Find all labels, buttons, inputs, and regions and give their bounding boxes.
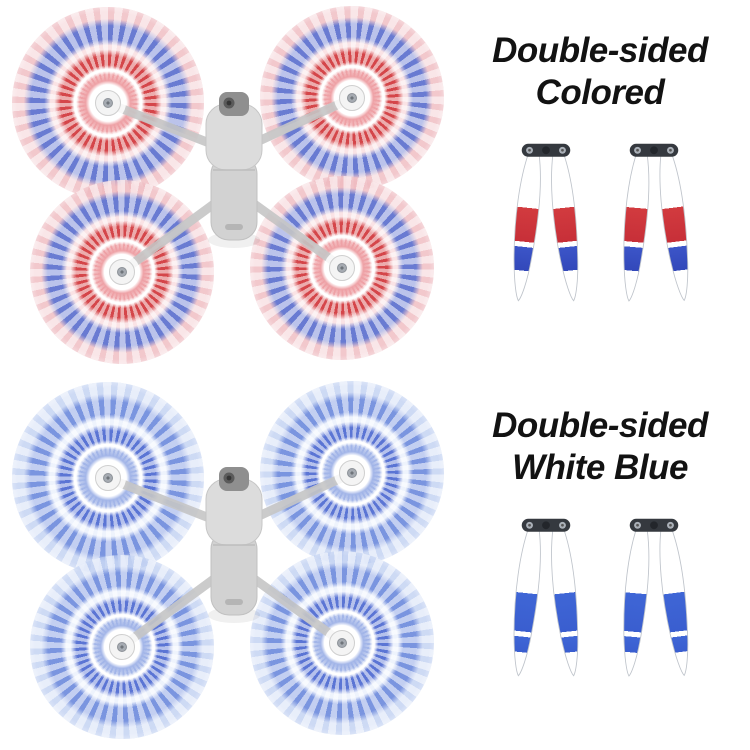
folded-propeller-colored <box>617 143 696 303</box>
folded-propeller-white-blue <box>506 518 585 678</box>
title-line-2: White Blue <box>512 448 688 487</box>
title-line-1: Double-sided <box>492 31 708 70</box>
propeller-blade <box>506 151 545 303</box>
propeller-pair-white-blue <box>450 501 750 703</box>
propeller-hub <box>95 465 121 491</box>
drone-camera <box>223 472 235 484</box>
drone-body <box>205 92 263 248</box>
propeller-blade <box>654 151 696 303</box>
propeller-hub <box>329 255 355 281</box>
propeller-mount-hub <box>521 518 571 532</box>
folded-propeller-colored <box>506 143 585 303</box>
propeller-hub <box>329 630 355 656</box>
propeller-mount-hub <box>629 518 679 532</box>
colored-info-column: Double-sided Colored <box>450 0 750 375</box>
title-line-1: Double-sided <box>492 406 708 445</box>
white-blue-info-column: Double-sided White Blue <box>450 375 750 750</box>
propeller-pair-colored <box>450 126 750 328</box>
propeller-hub <box>339 460 365 486</box>
propeller-blade <box>617 151 653 303</box>
propeller-hub <box>339 85 365 111</box>
propeller-hub <box>109 259 135 285</box>
drone-body <box>205 467 263 623</box>
propeller-blade <box>654 526 696 678</box>
propeller-mount-hub <box>521 143 571 157</box>
propeller-blade <box>506 526 545 678</box>
propeller-hub <box>95 90 121 116</box>
drone-camera <box>223 97 235 109</box>
section-title: Double-sided White Blue <box>450 405 750 489</box>
propeller-blade <box>546 526 585 678</box>
folded-propeller-white-blue <box>617 518 696 678</box>
drone-top-view-white-blue <box>0 342 471 750</box>
section-title: Double-sided Colored <box>450 30 750 114</box>
propeller-blade <box>546 151 585 303</box>
section-double-sided-colored: Double-sided Colored <box>0 0 750 375</box>
propeller-blade <box>617 526 653 678</box>
propeller-hub <box>109 634 135 660</box>
drone-top-view-colored <box>0 0 472 403</box>
title-line-2: Colored <box>535 73 665 112</box>
section-double-sided-white-blue: Double-sided White Blue <box>0 342 750 750</box>
propeller-mount-hub <box>629 143 679 157</box>
